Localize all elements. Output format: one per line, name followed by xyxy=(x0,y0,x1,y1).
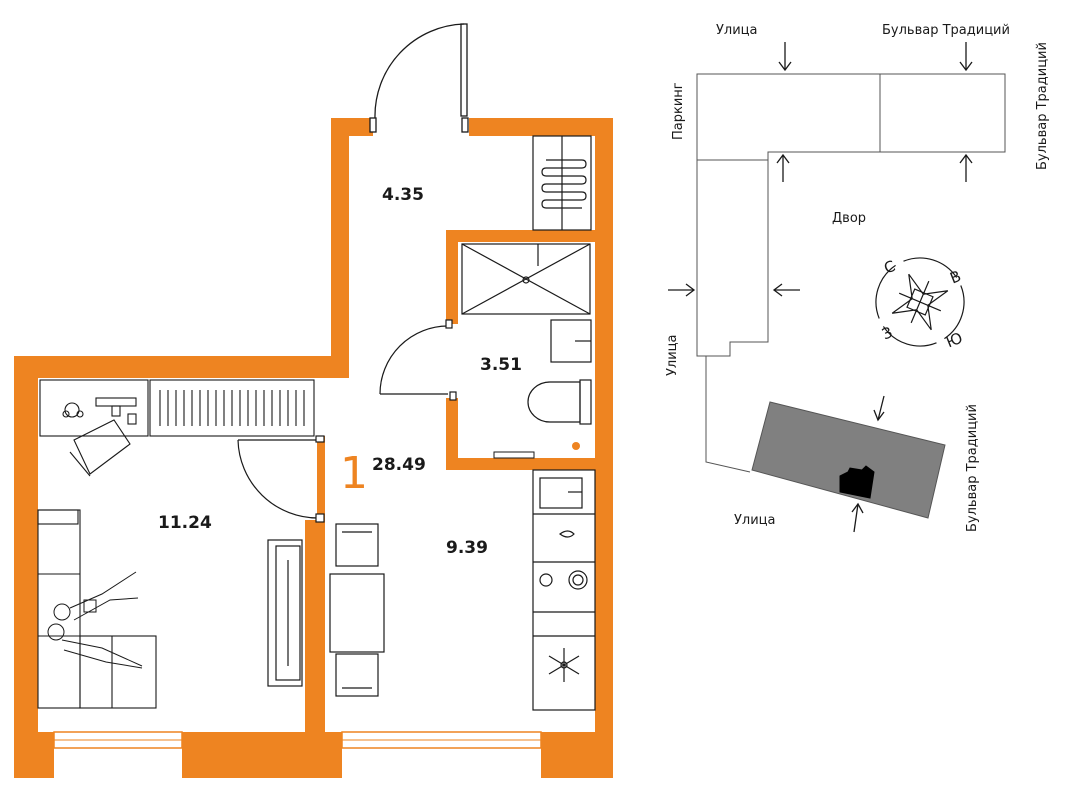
compass xyxy=(875,257,965,347)
bathtub xyxy=(461,243,591,315)
chair-top xyxy=(335,523,379,567)
sofa xyxy=(37,509,157,709)
chair-bottom xyxy=(335,653,379,697)
window-living xyxy=(53,731,183,749)
walls xyxy=(14,118,613,778)
label-parking: Паркинг xyxy=(671,82,686,140)
label-blvd-right-bottom: Бульвар Традиций xyxy=(965,404,980,532)
office-chair xyxy=(69,419,131,477)
compass-east: В xyxy=(947,267,963,288)
compass-rose-icon xyxy=(891,273,949,331)
arrow-up-icon xyxy=(776,153,790,182)
arrow-down-icon xyxy=(873,395,885,422)
total-area: 28.49 xyxy=(372,455,426,475)
compass-north: С xyxy=(881,257,897,278)
site-arrows xyxy=(668,42,973,533)
area-living: 11.24 xyxy=(158,513,212,533)
site-map xyxy=(696,73,1006,519)
sink xyxy=(550,319,592,363)
radiator-cabinet xyxy=(149,379,315,437)
arrow-up-icon xyxy=(959,153,973,182)
bathroom-threshold xyxy=(493,451,535,459)
living-room-door xyxy=(237,435,325,523)
bathroom-drain xyxy=(572,442,580,450)
desk xyxy=(39,379,149,437)
label-blvd-right-top: Бульвар Традиций xyxy=(1035,42,1050,170)
snowflake-icon xyxy=(548,648,580,682)
compass-letters: С В Ю З xyxy=(879,257,965,352)
tv-console xyxy=(267,539,303,687)
entrance-door xyxy=(369,23,469,133)
kitchen-counter xyxy=(532,469,596,711)
dining-table xyxy=(329,573,385,653)
label-street-left: Улица xyxy=(665,335,680,377)
arrow-down-icon xyxy=(959,42,973,72)
label-street-top: Улица xyxy=(716,23,758,38)
area-hall: 4.35 xyxy=(382,185,424,205)
arrow-left-icon xyxy=(772,283,800,297)
arrow-right-icon xyxy=(668,283,696,297)
compass-south: Ю xyxy=(943,329,965,352)
arrow-up-icon xyxy=(851,502,864,533)
highlighted-building xyxy=(751,401,946,519)
window-kitchen xyxy=(341,731,542,749)
building-outline xyxy=(696,73,1006,357)
area-kitchen: 9.39 xyxy=(446,538,488,558)
people-on-sofa xyxy=(47,571,143,669)
bathroom-door xyxy=(379,319,457,401)
building-section xyxy=(839,465,875,499)
floor-plan: 4.35 3.51 11.24 9.39 1 28.49 xyxy=(14,23,613,778)
area-bathroom: 3.51 xyxy=(480,355,522,375)
label-yard: Двор xyxy=(832,211,866,226)
room-count: 1 xyxy=(340,448,368,499)
wardrobe xyxy=(532,135,592,231)
compass-west: З xyxy=(879,323,895,343)
label-blvd-top: Бульвар Традиций xyxy=(882,23,1010,38)
label-street-bottom: Улица xyxy=(734,513,776,528)
toilet xyxy=(527,379,592,425)
arrow-down-icon xyxy=(778,42,792,72)
